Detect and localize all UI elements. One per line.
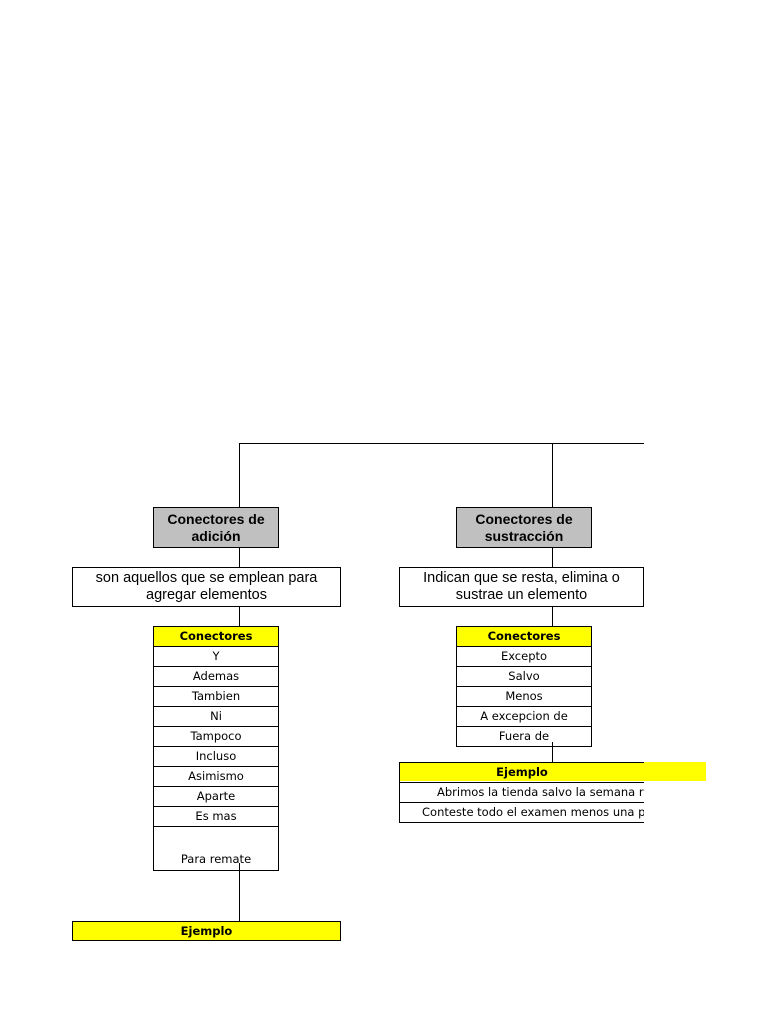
- adicion-connector-title-desc: [239, 547, 240, 568]
- table-row: Incluso: [153, 747, 279, 767]
- table-row: Ademas: [153, 667, 279, 687]
- adicion-last-item: Para remate: [180, 852, 252, 866]
- table-row: Conteste todo el examen menos una pr: [399, 803, 644, 823]
- adicion-example-header: Ejemplo: [72, 921, 341, 941]
- table-row-tall: Para remate: [153, 827, 279, 871]
- top-horizontal-connector: [239, 443, 644, 444]
- adicion-vertical-connector-top: [239, 443, 240, 507]
- table-row: Es mas: [153, 807, 279, 827]
- table-row: A excepcion de: [456, 707, 592, 727]
- sustraccion-example-yellow-band: [399, 762, 706, 781]
- table-row: Tambien: [153, 687, 279, 707]
- table-row: Y: [153, 647, 279, 667]
- table-row: Ni: [153, 707, 279, 727]
- adicion-title: Conectores de adición: [167, 510, 265, 544]
- table-row: Salvo: [456, 667, 592, 687]
- adicion-description: son aquellos que se emplean para agregar…: [95, 570, 318, 603]
- sustraccion-example-2: Conteste todo el examen menos una pr: [422, 805, 644, 819]
- sustraccion-connectors-table: Conectores Excepto Salvo Menos A excepci…: [456, 626, 592, 747]
- sustraccion-example-1: Abrimos la tienda salvo la semana rac: [437, 785, 644, 799]
- adicion-title-box: Conectores de adición: [153, 507, 279, 548]
- sustraccion-description: Indican que se resta, elimina o sustrae …: [423, 570, 620, 603]
- sustraccion-connector-table-example: [552, 742, 553, 762]
- table-row: Fuera de: [456, 727, 592, 747]
- table-row: Tampoco: [153, 727, 279, 747]
- sustraccion-connector-desc-table: [552, 606, 553, 627]
- adicion-description-box: son aquellos que se emplean para agregar…: [72, 567, 341, 607]
- table-row: Aparte: [153, 787, 279, 807]
- adicion-connectors-table: Conectores Y Ademas Tambien Ni Tampoco I…: [153, 626, 279, 871]
- adicion-connector-desc-table: [239, 606, 240, 627]
- sustraccion-title-box: Conectores de sustracción: [456, 507, 592, 548]
- sustraccion-examples-table: Ejemplo Abrimos la tienda salvo la seman…: [399, 762, 644, 823]
- sustraccion-connector-title-desc: [552, 547, 553, 568]
- adicion-connector-table-example: [239, 863, 240, 921]
- sustraccion-title: Conectores de sustracción: [475, 510, 573, 544]
- table-row: Menos: [456, 687, 592, 707]
- table-row: Asimismo: [153, 767, 279, 787]
- adicion-table-header: Conectores: [153, 626, 279, 647]
- table-row: Abrimos la tienda salvo la semana rac: [399, 783, 644, 803]
- sustraccion-vertical-connector-top: [552, 443, 553, 507]
- sustraccion-example-header: Ejemplo: [399, 762, 644, 783]
- table-row: Excepto: [456, 647, 592, 667]
- sustraccion-description-box: Indican que se resta, elimina o sustrae …: [399, 567, 644, 607]
- sustraccion-table-header: Conectores: [456, 626, 592, 647]
